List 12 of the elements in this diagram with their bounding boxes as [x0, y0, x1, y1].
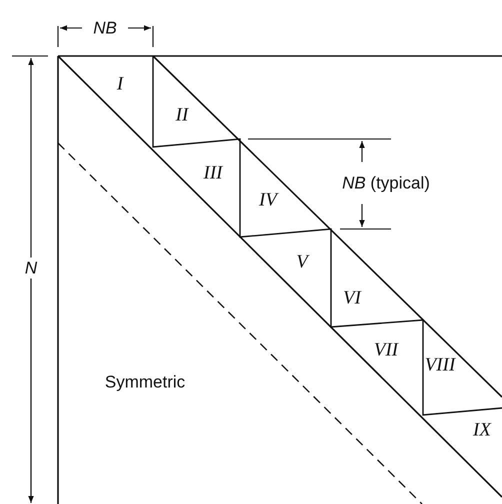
dimension-label: N: [24, 258, 38, 278]
block-label: I: [116, 74, 124, 94]
dimension-label: NB (typical): [342, 174, 430, 192]
block-label: VII: [374, 340, 398, 360]
block-label: IX: [473, 420, 491, 440]
block-label: VIII: [424, 356, 456, 374]
block-label: III: [204, 164, 222, 182]
block-label: IV: [259, 190, 277, 210]
block-label: II: [176, 106, 188, 124]
block-label: V: [296, 252, 308, 272]
block-label: VI: [343, 288, 361, 308]
region-label: Symmetric: [104, 374, 186, 390]
